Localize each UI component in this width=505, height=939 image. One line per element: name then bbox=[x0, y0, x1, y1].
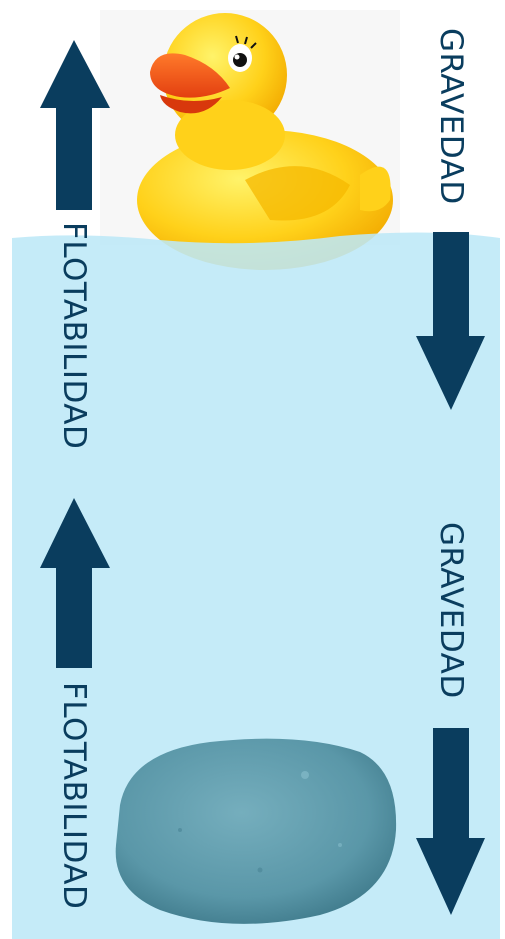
buoyancy-label-top: FLOTABILIDAD bbox=[56, 222, 92, 450]
stone-icon bbox=[115, 738, 397, 924]
buoyancy-label-bottom: FLOTABILIDAD bbox=[56, 682, 92, 910]
water bbox=[12, 232, 500, 939]
gravity-label-bottom: GRAVEDAD bbox=[433, 522, 469, 699]
gravity-arrow-top bbox=[416, 232, 485, 410]
buoyancy-arrow-bottom bbox=[40, 498, 110, 668]
gravity-arrow-bottom bbox=[416, 728, 485, 915]
buoyancy-arrow-top bbox=[40, 40, 110, 210]
gravity-label-top: GRAVEDAD bbox=[433, 28, 469, 205]
rubber-duck-icon bbox=[137, 13, 393, 270]
